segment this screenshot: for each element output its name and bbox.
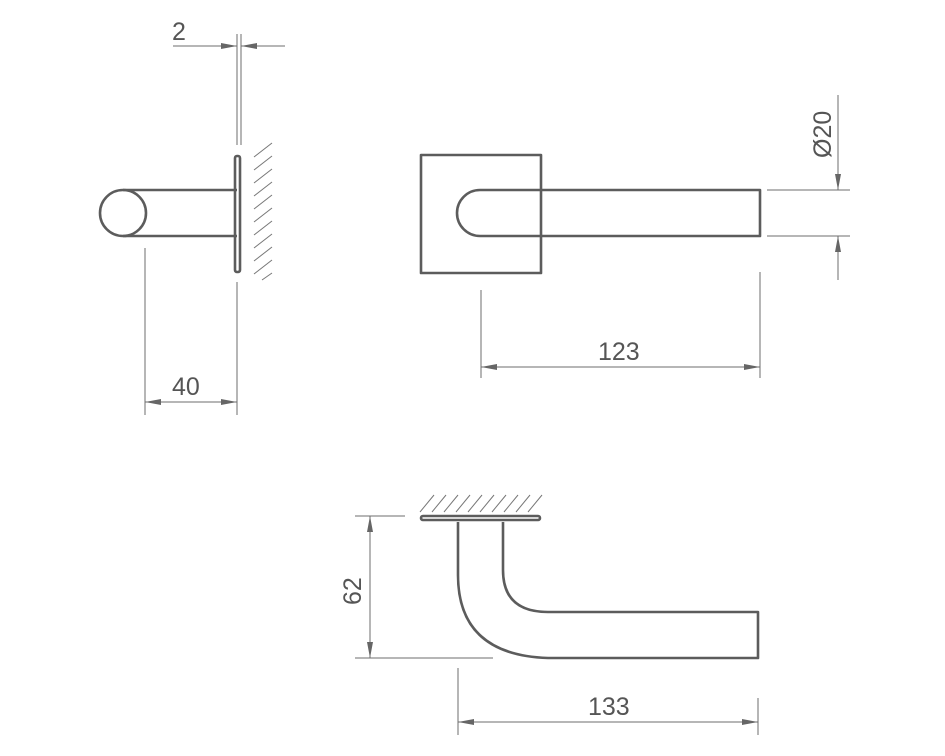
lever-section-circle <box>98 188 148 238</box>
dim-projection: 40 <box>172 373 200 401</box>
dim-rose-thickness: 2 <box>172 18 186 46</box>
wall-hatching-top <box>419 494 543 513</box>
dim-lever-length-top: 133 <box>588 693 630 721</box>
wall-hatching <box>253 142 273 281</box>
front-view: 123 Ø20 <box>419 95 850 378</box>
rose-plate <box>233 154 242 274</box>
top-view: 62 133 <box>339 494 760 735</box>
dim-diameter: Ø20 <box>809 111 837 158</box>
lever-front <box>455 188 762 238</box>
dim-height: 62 <box>339 577 367 605</box>
lever-top <box>456 522 760 660</box>
square-rose <box>419 153 543 275</box>
dim-lever-length-front: 123 <box>598 338 640 366</box>
side-view: 2 40 <box>98 18 285 415</box>
rose-plate-top <box>419 514 542 522</box>
